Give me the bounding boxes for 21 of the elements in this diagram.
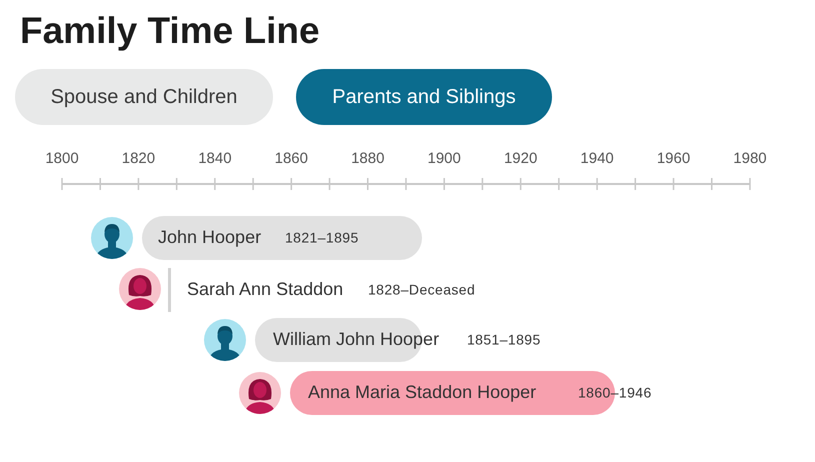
tab: Parents and Siblings [296, 69, 552, 125]
life-dates: 1860–1946 [578, 384, 652, 402]
year-label: 1840 [198, 150, 232, 168]
year-label: 1820 [122, 150, 156, 168]
life-dates: 1851–1895 [467, 332, 541, 348]
tab: Spouse and Children [15, 69, 273, 125]
year-label: 1960 [656, 150, 690, 168]
person-name: John Hooper [158, 227, 262, 249]
year-label: 1900 [428, 150, 461, 168]
person-name: Anna Maria Staddon Hooper [308, 382, 536, 404]
life-dates: 1828–Deceased [368, 282, 476, 298]
life-dates: 1821–1895 [285, 230, 359, 246]
year-label: 1860 [274, 150, 308, 168]
page-title: Family Time Line [20, 10, 320, 53]
year-label: 1800 [45, 150, 79, 168]
year-label: 1920 [504, 150, 538, 168]
person-name: Sarah Ann Staddon [187, 279, 344, 301]
year-label: 1940 [580, 150, 614, 168]
year-label: 1980 [733, 150, 767, 168]
person-name: William John Hooper [273, 329, 440, 351]
year-label: 1880 [351, 150, 384, 168]
